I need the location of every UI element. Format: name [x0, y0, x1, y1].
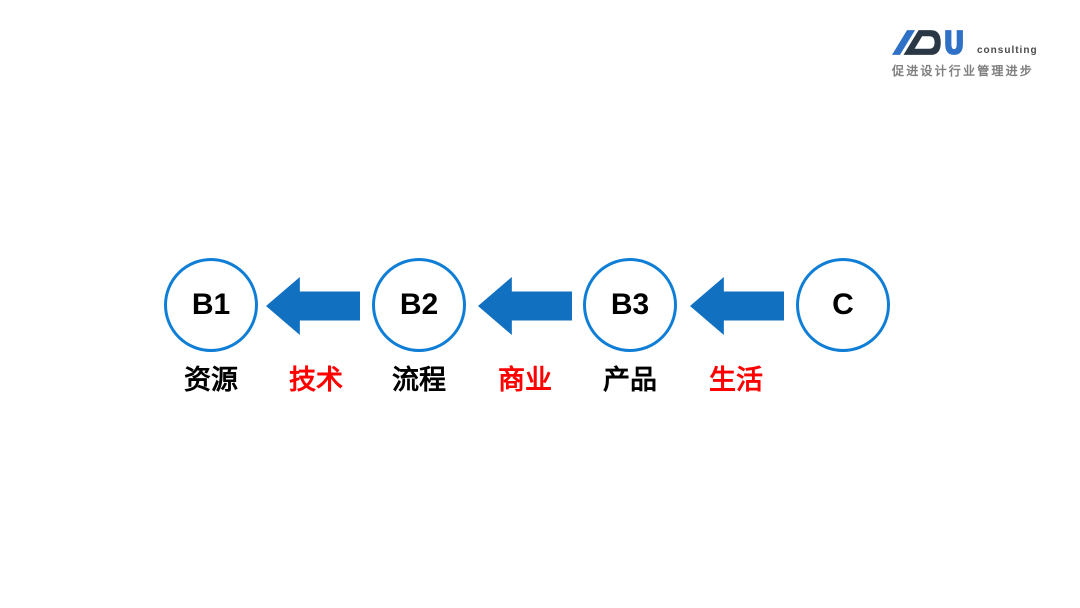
node-b1-text: B1 — [191, 288, 231, 321]
label-arrow-technology: 技术 — [289, 365, 343, 395]
node-b2: B2 — [372, 258, 466, 352]
node-c: C — [796, 258, 890, 352]
arrow-c-to-b3-icon — [690, 277, 784, 335]
node-b3-text: B3 — [610, 288, 650, 321]
adu-logo: consulting 促进设计行业管理进步 — [892, 28, 1038, 79]
adu-logo-row: consulting — [892, 28, 1038, 57]
arrow-b3-to-b2-icon — [478, 277, 572, 335]
logo-letter-a-shape — [892, 30, 916, 55]
node-c-text: C — [832, 288, 854, 321]
label-node-b1: 资源 — [184, 365, 238, 395]
arrow-b2-to-b1-icon — [266, 277, 360, 335]
logo-letter-u-shape — [945, 30, 963, 55]
node-b3: B3 — [583, 258, 677, 352]
logo-tagline: 促进设计行业管理进步 — [892, 64, 1035, 78]
node-b1: B1 — [164, 258, 258, 352]
label-node-b3: 产品 — [603, 365, 657, 395]
node-b2-text: B2 — [399, 288, 439, 321]
adu-logo-mark — [892, 30, 963, 55]
label-arrow-life: 生活 — [709, 365, 763, 395]
logo-consulting-text: consulting — [977, 45, 1038, 56]
label-arrow-business: 商业 — [498, 365, 552, 395]
logo-letter-d-shape — [903, 30, 941, 55]
label-node-b2: 流程 — [392, 365, 446, 395]
